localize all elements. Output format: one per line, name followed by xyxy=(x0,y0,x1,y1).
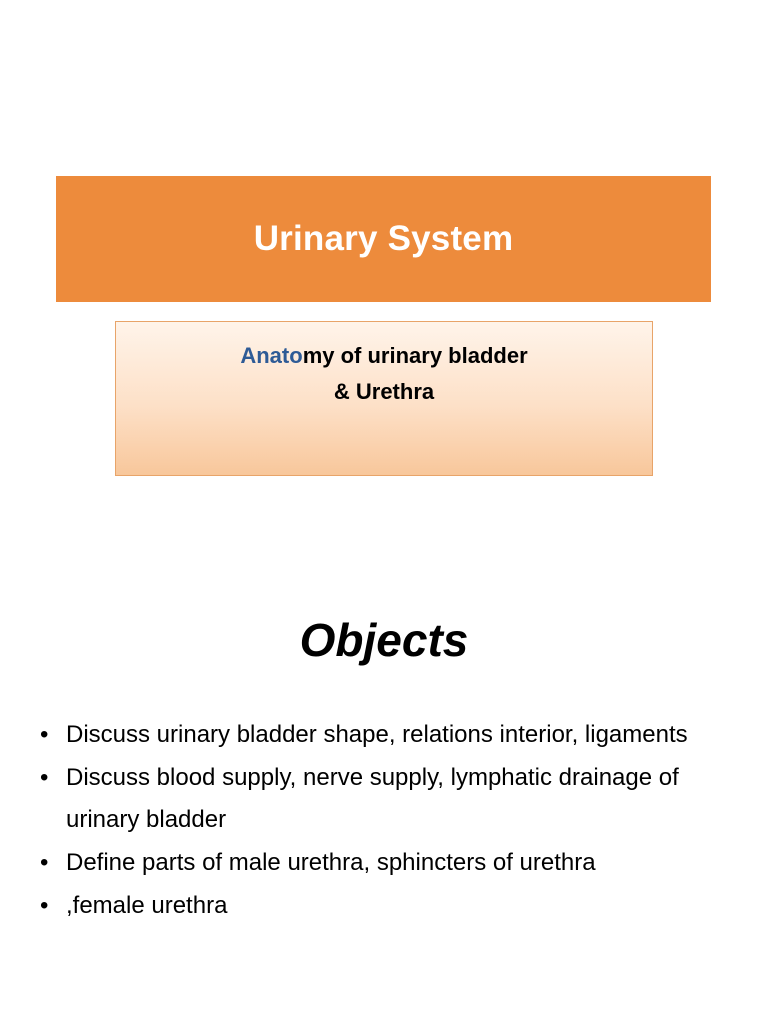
list-item: • ,female urethra xyxy=(40,885,740,926)
bullet-marker-icon: • xyxy=(40,764,49,792)
list-item: • Discuss urinary bladder shape, relatio… xyxy=(40,714,740,755)
list-item: • Define parts of male urethra, sphincte… xyxy=(40,842,740,883)
objects-heading: Objects xyxy=(299,614,469,666)
subtitle-line-2: & Urethra xyxy=(333,378,435,404)
list-item-text: Define parts of male urethra, sphincters… xyxy=(66,848,596,876)
bullet-marker-icon: • xyxy=(40,892,49,920)
list-item: • Discuss blood supply, nerve supply, ly… xyxy=(40,757,740,840)
subtitle-box: Anatomy of urinary bladder & Urethra xyxy=(115,321,653,476)
slide-title: Urinary System xyxy=(253,219,514,258)
subtitle-rest: my of urinary bladder xyxy=(302,343,528,368)
title-banner: Urinary System xyxy=(56,176,711,302)
list-item-text: Discuss urinary bladder shape, relations… xyxy=(66,721,688,748)
subtitle-line-1: Anatomy of urinary bladder xyxy=(240,340,527,372)
subtitle-highlight: Anato xyxy=(240,343,303,368)
bullet-marker-icon: • xyxy=(40,721,49,748)
bullet-marker-icon: • xyxy=(40,848,49,876)
list-item-text: Discuss blood supply, nerve supply, lymp… xyxy=(66,764,679,833)
objectives-list: • Discuss urinary bladder shape, relatio… xyxy=(40,714,740,928)
list-item-text: ,female urethra xyxy=(66,892,228,920)
